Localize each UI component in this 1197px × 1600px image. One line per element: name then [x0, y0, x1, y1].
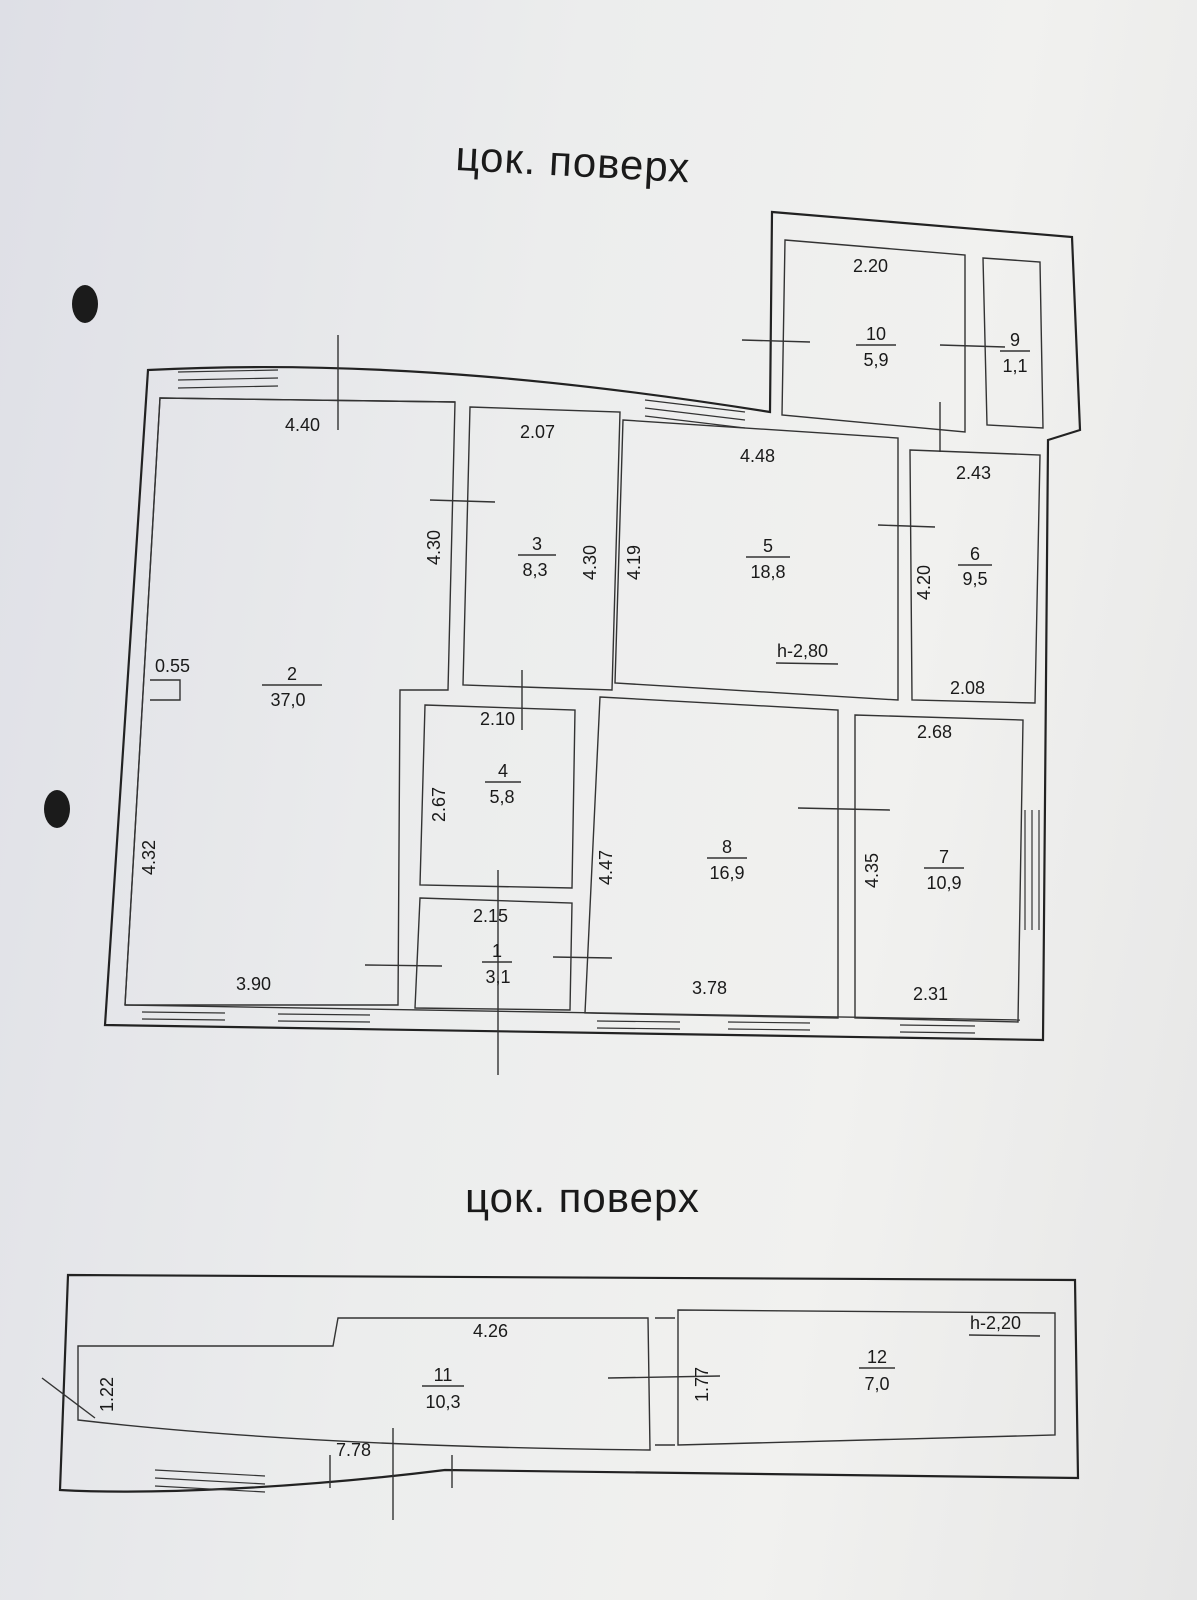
plan-title-top: цок. поверх: [455, 132, 692, 191]
room-label-3: 38,3: [518, 534, 556, 580]
dim-r6-top: 2.43: [956, 463, 991, 483]
window-top-mid: [644, 399, 746, 429]
dim-r2-bottom: 3.90: [236, 974, 271, 994]
room-label-12: 127,0: [859, 1347, 895, 1394]
dim-r6-bottom: 2.08: [950, 678, 985, 698]
svg-text:9: 9: [1010, 330, 1020, 350]
svg-text:16,9: 16,9: [709, 863, 744, 883]
dim-r8-left: 4.47: [596, 850, 616, 885]
dim-r11-left: 1.22: [97, 1377, 117, 1412]
punch-hole: [72, 285, 98, 323]
window-bottom-3: [596, 1020, 681, 1030]
dim-r4-top: 2.10: [480, 709, 515, 729]
window-bottom-5: [899, 1024, 976, 1034]
svg-text:5,9: 5,9: [863, 350, 888, 370]
svg-text:9,5: 9,5: [962, 569, 987, 589]
dim-r3-top: 2.07: [520, 422, 555, 442]
dimensions-lower: 4.26 1.22 7.78 1.77: [97, 1321, 712, 1460]
door-marks: [337, 335, 1006, 1075]
svg-text:10,9: 10,9: [926, 873, 961, 893]
svg-text:7,0: 7,0: [864, 1374, 889, 1394]
svg-text:18,8: 18,8: [750, 562, 785, 582]
room-label-9: 91,1: [1000, 330, 1030, 376]
window-right: [1024, 810, 1040, 930]
dim-r12-left: 1.77: [692, 1367, 712, 1402]
room-label-4: 45,8: [485, 761, 521, 807]
ceiling-height-upper: h-2,80: [777, 641, 828, 661]
svg-text:8,3: 8,3: [522, 560, 547, 580]
room-label-2: 237,0: [262, 664, 322, 710]
dim-r5-left: 4.19: [624, 545, 644, 580]
dim-r7-bottom: 2.31: [913, 984, 948, 1004]
svg-text:8: 8: [722, 837, 732, 857]
dim-r2-niche: 0.55: [155, 656, 190, 676]
lower-door-marks: [41, 1375, 721, 1520]
svg-text:2: 2: [287, 664, 297, 684]
window-bottom-4: [727, 1021, 811, 1031]
dim-r8-bottom: 3.78: [692, 978, 727, 998]
svg-text:1,1: 1,1: [1002, 356, 1027, 376]
svg-text:1: 1: [492, 941, 502, 961]
dim-r2-top: 4.40: [285, 415, 320, 435]
svg-text:7: 7: [939, 847, 949, 867]
dim-r2-left: 4.32: [139, 840, 159, 875]
svg-text:5: 5: [763, 536, 773, 556]
room-label-7: 710,9: [924, 847, 964, 893]
lower-window: [154, 1469, 266, 1493]
room-label-6: 69,5: [958, 544, 992, 589]
svg-text:5,8: 5,8: [489, 787, 514, 807]
svg-text:3,1: 3,1: [485, 967, 510, 987]
room-label-10: 105,9: [856, 324, 896, 370]
dim-r3-right: 4.30: [580, 545, 600, 580]
room-label-11: 11 10,3: [422, 1365, 464, 1412]
svg-text:37,0: 37,0: [270, 690, 305, 710]
dim-r7-left: 4.35: [862, 853, 882, 888]
dim-r10-top: 2.20: [853, 256, 888, 276]
room-labels-upper: 237,0 38,3 518,8 69,5 105,9 91,1 45,8 81…: [262, 324, 1030, 987]
dim-r5-top: 4.48: [740, 446, 775, 466]
outer-walls: [103, 210, 1082, 1042]
window-bottom-2: [277, 1013, 371, 1023]
dim-r11-top: 4.26: [473, 1321, 508, 1341]
lower-plan-walls: [58, 1273, 1080, 1493]
ceiling-height-lower: h-2,20: [970, 1313, 1021, 1333]
window-top-left: [177, 369, 279, 389]
room-label-5: 518,8: [746, 536, 790, 582]
svg-text:11: 11: [434, 1365, 453, 1385]
svg-text:10: 10: [866, 324, 886, 344]
svg-text:3: 3: [532, 534, 542, 554]
dim-r7-top: 2.68: [917, 722, 952, 742]
room-label-8: 816,9: [707, 837, 747, 883]
room-walls: [124, 239, 1044, 1023]
room-label-1: 13,1: [482, 941, 512, 987]
dimensions-upper: 4.40 4.30 0.55 4.32 3.90 2.07 4.30 4.19 …: [139, 256, 991, 1004]
dim-r2-right: 4.30: [424, 530, 444, 565]
svg-text:6: 6: [970, 544, 980, 564]
window-bottom-1: [141, 1011, 226, 1021]
punch-hole: [44, 790, 70, 828]
plan-title-bottom: цок. поверх: [465, 1174, 700, 1221]
svg-text:12: 12: [867, 1347, 887, 1367]
svg-text:4: 4: [498, 761, 508, 781]
dim-r1-top: 2.15: [473, 906, 508, 926]
dim-r6-left: 4.20: [914, 565, 934, 600]
windows: [141, 369, 1040, 1034]
dim-r11-bottom: 7.78: [336, 1440, 371, 1460]
svg-text:10,3: 10,3: [425, 1392, 460, 1412]
dim-r4-left: 2.67: [429, 787, 449, 822]
